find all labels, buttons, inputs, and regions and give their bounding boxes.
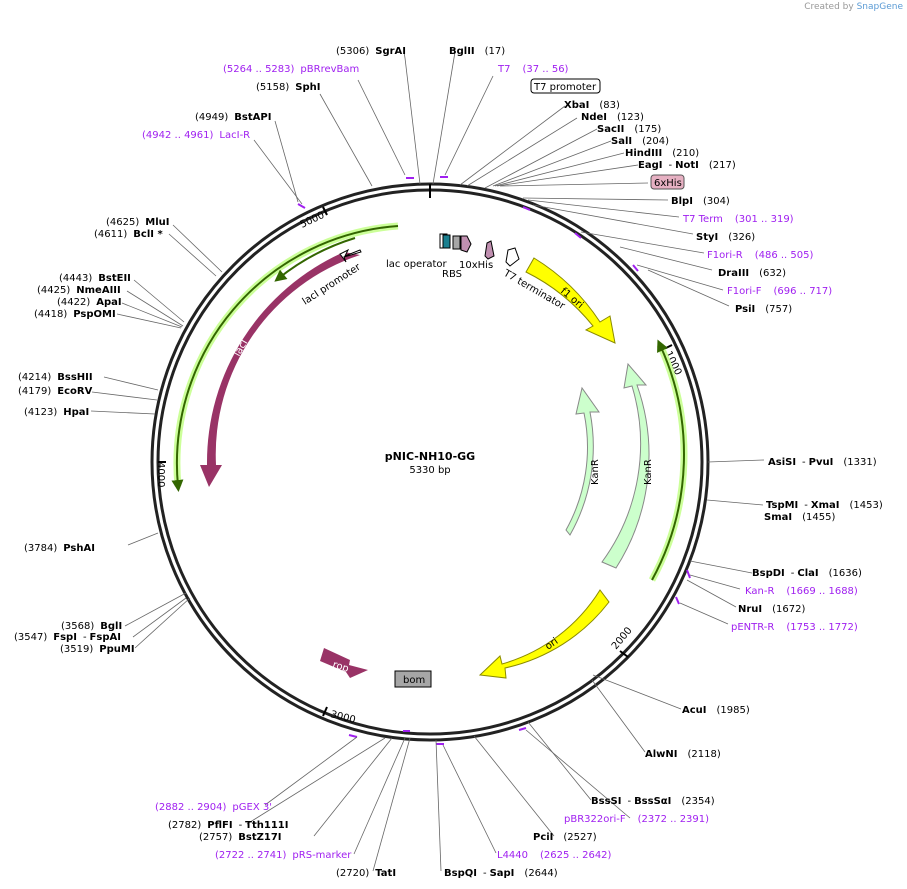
bglii-label: BglII(17) <box>449 46 505 57</box>
f1-ori-arrow <box>525 257 616 344</box>
f1ori-r-label: F1ori-R(486 .. 505) <box>707 250 813 261</box>
pcii-label: PciI(2527) <box>533 832 597 843</box>
plasmid-name: pNIC-NH10-GG <box>385 450 475 463</box>
t7-promoter-box <box>530 78 601 94</box>
kanr-outer-arrow <box>601 362 650 569</box>
laci-r-label: (4942 .. 4961)LacI-R <box>142 130 250 141</box>
sali-label: SalI(204) <box>611 136 669 147</box>
asisi-pvui-label: AsiSI-PvuI(1331) <box>768 457 877 468</box>
lac-operator-label: lac operator <box>386 259 447 270</box>
t7term-label: T7 Term(301 .. 319) <box>682 214 794 225</box>
tick-label-4000: 4000 <box>155 462 166 487</box>
t7-primer-label: T7(37 .. 56) <box>497 64 569 75</box>
apai-label: (4422)ApaI <box>57 297 122 308</box>
rop-label: rop <box>331 659 350 675</box>
smai-label: SmaI(1455) <box>764 512 835 523</box>
pflfi-tth111i-label: (2782)PflFI-Tth111I <box>168 820 289 831</box>
rop-arrow <box>320 648 368 678</box>
kanr-band <box>651 339 685 581</box>
lac-operator-feature <box>442 234 451 249</box>
psii-label: PsiI(757) <box>735 304 792 315</box>
kanr-inner-arrow <box>565 386 600 536</box>
sacii-label: SacII(175) <box>597 124 661 135</box>
rbs-label: RBS <box>442 269 462 280</box>
sgrai-label: (5306)SgrAI <box>336 46 406 57</box>
his6-label: 6xHis <box>654 178 682 189</box>
leader-lines <box>90 51 765 872</box>
ppumi-label: (3519)PpuMI <box>60 644 135 655</box>
snapgene-logo: SnapGene <box>856 2 903 12</box>
pshai-label: (3784)PshAI <box>24 543 95 554</box>
draiii-label: DraIII(632) <box>718 268 786 279</box>
pbrrevbam-label: (5264 .. 5283)pBRrevBam <box>223 64 359 75</box>
ecorv-label: (4179)EcoRV <box>18 386 93 397</box>
his10-feature <box>484 240 495 260</box>
tati-label: (2720)TatI <box>336 868 396 879</box>
acui-label: AcuI(1985) <box>682 705 750 716</box>
tspmi-xmai-label: TspMI-XmaI(1453) <box>766 500 883 511</box>
bspqi-sapi-label: BspQI-SapI(2644) <box>444 868 558 879</box>
bom-feature <box>394 670 432 688</box>
xbai-label: XbaI(83) <box>564 100 620 111</box>
pgex3-label: (2882 .. 2904)pGEX 3' <box>155 802 272 813</box>
tick-label-2000: 2000 <box>610 625 635 652</box>
prs-marker-label: (2722 .. 2741)pRS-marker <box>215 850 352 861</box>
styi-label: StyI(326) <box>696 232 755 243</box>
alwni-label: AlwNI(2118) <box>645 749 721 760</box>
laci-band <box>171 225 399 492</box>
bcli-label: (4611)BclI * <box>94 229 163 240</box>
bgli-label: (3568)BglI <box>61 621 122 632</box>
tick-label-5000: 5000 <box>299 210 327 231</box>
mlui-label: (4625)MluI <box>106 217 169 228</box>
hpai-label: (4123)HpaI <box>24 407 89 418</box>
bspdi-clai-label: BspDI-ClaI(1636) <box>752 568 862 579</box>
eagi-noti-label: EagI-NotI(217) <box>638 160 736 171</box>
bsshii-label: (4214)BssHII <box>18 372 93 383</box>
plasmid-length: 5330 bp <box>409 465 450 476</box>
pentr-r-label: pENTR-R(1753 .. 1772) <box>731 622 858 633</box>
rbs-feature <box>452 235 461 250</box>
bom-label: bom <box>403 675 425 686</box>
sphi-label: (5158)SphI <box>256 82 320 93</box>
kan-r-label: Kan-R(1669 .. 1688) <box>745 586 858 597</box>
nmeaiii-label: (4425)NmeAIII <box>37 285 121 296</box>
bstz17i-label: (2757)BstZ17I <box>199 832 282 843</box>
t7-promoter-label: T7 promoter <box>533 82 597 93</box>
laci-promoter-arrow <box>339 248 362 263</box>
pbr322ori-f-label: pBR322ori-F(2372 .. 2391) <box>564 814 709 825</box>
laci-band-short <box>274 237 356 282</box>
kanr-inner-label: KanR <box>590 459 601 485</box>
laci-arrow <box>200 252 360 487</box>
ndei-label: NdeI(123) <box>581 112 644 123</box>
his-tag-feature <box>460 235 472 253</box>
primer-marks <box>297 176 691 745</box>
nrui-label: NruI(1672) <box>738 604 805 615</box>
laci-promoter-label: lacI promoter <box>301 261 364 307</box>
pspomi-label: (4418)PspOMI <box>34 309 116 320</box>
his10-label: 10xHis <box>459 260 493 271</box>
bsteii-label: (4443)BstEII <box>59 273 131 284</box>
fspi-fspai-label: (3547)FspI-FspAI <box>14 632 121 643</box>
his6-box <box>650 174 685 190</box>
credit-prefix: Created by <box>804 2 854 12</box>
l4440-label: L4440(2625 .. 2642) <box>497 850 612 861</box>
ori-arrow <box>478 589 610 679</box>
credit-label: Created by SnapGene <box>804 2 903 12</box>
t7-terminator-feature <box>505 247 520 267</box>
kanr-outer-label: KanR <box>643 459 654 485</box>
bstapi-label: (4949)BstAPI <box>195 112 271 123</box>
hindiii-label: HindIII(210) <box>625 148 699 159</box>
f1ori-f-label: F1ori-F(696 .. 717) <box>727 286 832 297</box>
blpi-label: BlpI(304) <box>671 196 730 207</box>
bsssi-bsssai-label: BssSI-BssSαI(2354) <box>591 796 715 807</box>
